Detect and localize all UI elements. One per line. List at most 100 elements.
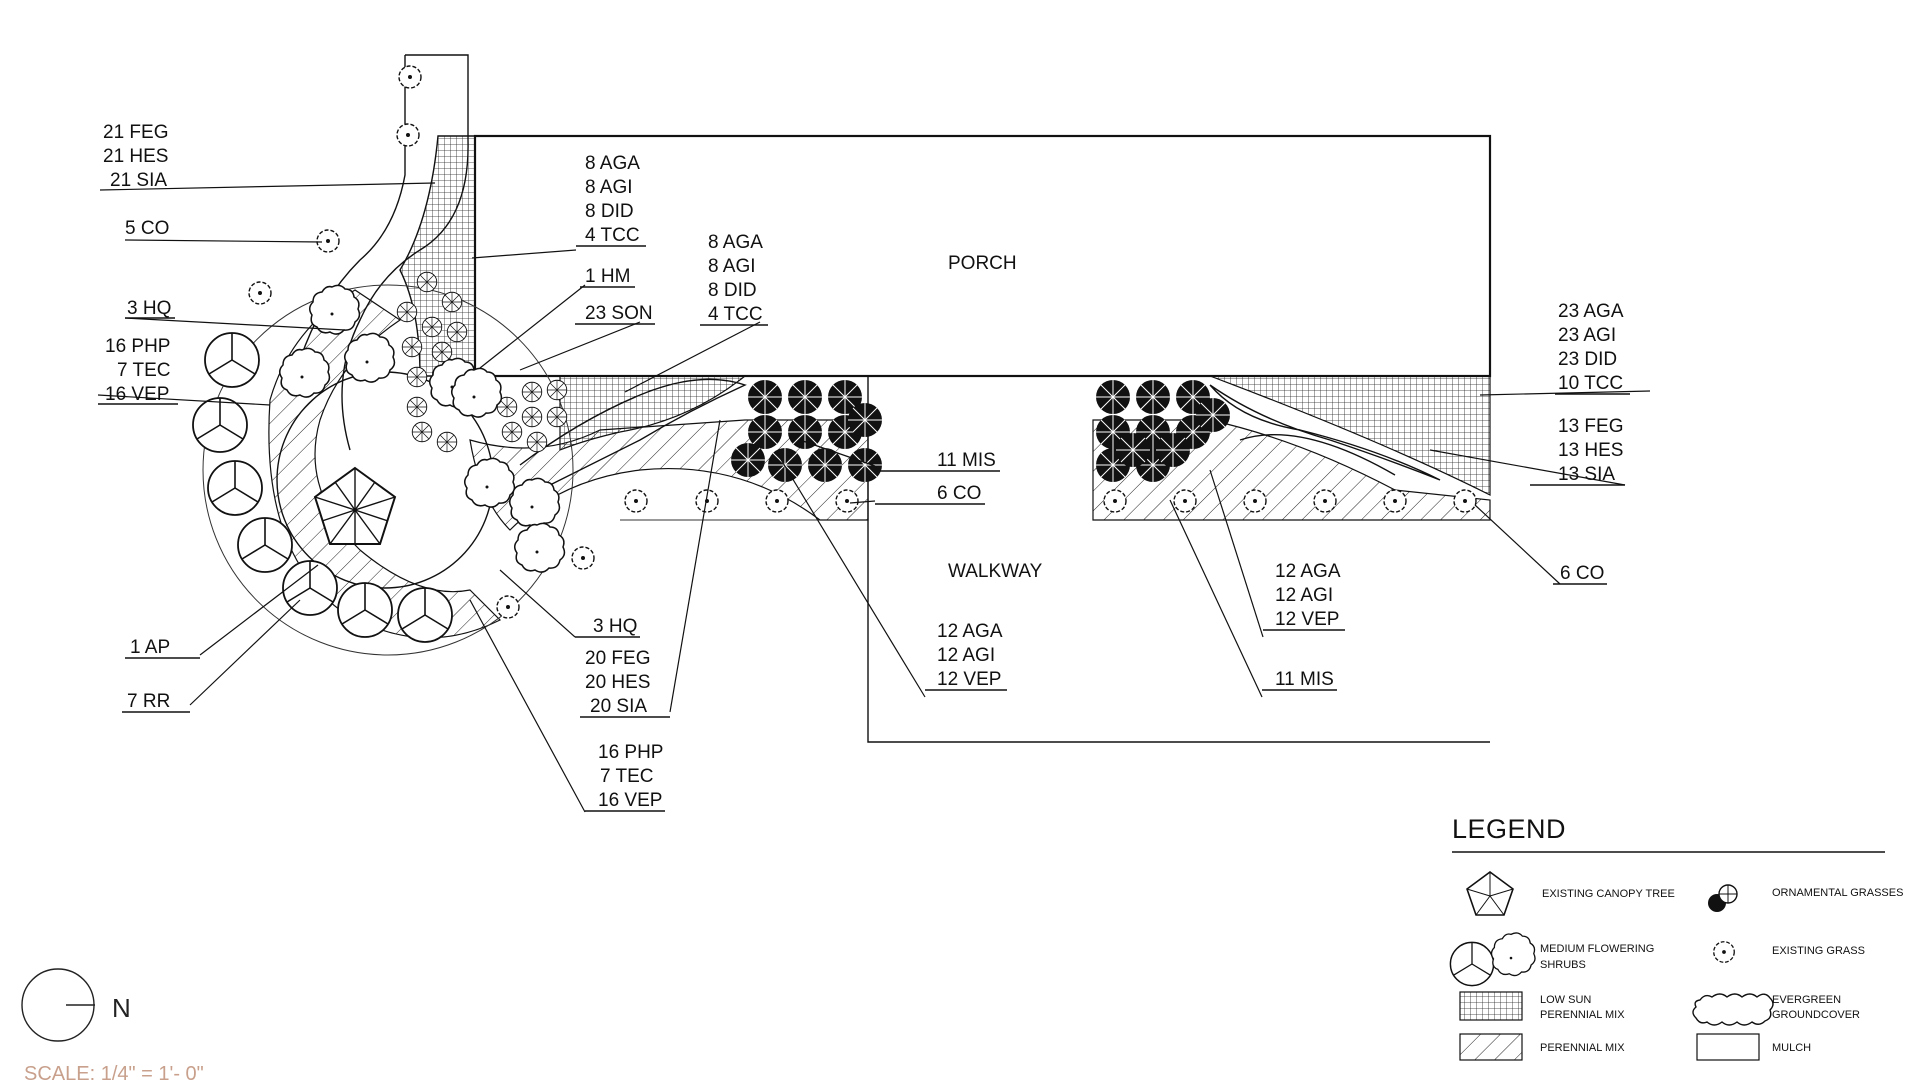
legend-low-sun-label-1: LOW SUN [1540, 994, 1591, 1006]
callout-text: 12 AGI [1275, 585, 1333, 606]
callout-16-php-left: 16 PHP 7 TEC 16 VEP [98, 336, 178, 405]
legend-shrubs-icon [1449, 932, 1536, 987]
legend-existing-grass-icon [1713, 941, 1735, 963]
callout-text: 1 AP [130, 637, 170, 658]
callout-text: 20 HES [585, 672, 650, 693]
callout-text: 6 CO [937, 483, 981, 504]
canopy-tree [313, 466, 397, 545]
mulch-swoosh-south [519, 378, 747, 491]
callout-text: 8 DID [585, 201, 634, 222]
north-arrow: N [21, 968, 131, 1042]
callout-text: 12 AGA [1275, 561, 1341, 582]
callout-3-hq-top: 3 HQ [125, 298, 175, 319]
legend-evergreen-label-1: EVERGREEN [1772, 994, 1841, 1006]
planting-ring-outer [202, 284, 574, 656]
callout-7-rr: 7 RR [122, 691, 190, 713]
legend-existing-grass-label: EXISTING GRASS [1772, 945, 1865, 957]
callout-16-php-bottom: 16 PHP 7 TEC 16 VEP [585, 742, 665, 812]
callout-8-aga-b: 8 AGA 8 AGI 8 DID 4 TCC [700, 232, 768, 326]
callout-6-co-b: 6 CO [1553, 563, 1607, 585]
callout-text: 8 AGA [585, 153, 640, 174]
legend-mulch-label: MULCH [1772, 1042, 1811, 1054]
callout-text: 3 HQ [127, 298, 171, 319]
callout-20-feg: 20 FEG 20 HES 20 SIA [580, 648, 670, 718]
callout-text: 5 CO [125, 218, 169, 239]
callout-text: 4 TCC [585, 225, 640, 246]
legend-title: LEGEND [1452, 814, 1566, 844]
porch-outline [473, 134, 1492, 378]
callout-text: 8 AGA [708, 232, 763, 253]
callout-text: 7 TEC [600, 766, 654, 787]
callout-text: 7 TEC [117, 360, 171, 381]
callout-text: 21 SIA [110, 170, 167, 191]
callout-text: 7 RR [127, 691, 170, 712]
callout-text: 16 PHP [105, 336, 170, 357]
callout-text: 13 SIA [1558, 464, 1615, 485]
callout-text: 4 TCC [708, 304, 763, 325]
callout-text: 6 CO [1560, 563, 1604, 584]
callout-23-aga: 23 AGA 23 AGI 23 DID 10 TCC [1555, 301, 1630, 395]
callout-text: 8 AGI [708, 256, 756, 277]
legend-low-sun-swatch [1459, 991, 1523, 1021]
legend: LEGEND EXISTING CANOPY TREE ORNAMENTAL G… [1449, 814, 1903, 1061]
legend-canopy-icon [1466, 871, 1514, 916]
walkway-label: WALKWAY [948, 561, 1043, 582]
callout-text: 21 HES [103, 146, 168, 167]
legend-shrubs-label-1: MEDIUM FLOWERING [1540, 943, 1654, 955]
mulch-path-north [341, 54, 469, 451]
legend-canopy-label: EXISTING CANOPY TREE [1542, 888, 1675, 900]
mulch-swoosh-east-inner [1239, 434, 1396, 476]
legend-low-sun-label-2: PERENNIAL MIX [1540, 1009, 1625, 1021]
legend-perennial-label: PERENNIAL MIX [1540, 1042, 1625, 1054]
callout-11-mis-a: 11 MIS [875, 450, 1000, 472]
callout-text: 20 FEG [585, 648, 650, 669]
callout-text: 3 HQ [593, 616, 637, 637]
callout-text: 23 SON [585, 303, 653, 324]
callout-1-ap: 1 AP [125, 637, 200, 659]
legend-evergreen-icon [1692, 993, 1774, 1026]
callout-text: 11 MIS [937, 450, 996, 471]
callout-text: 21 FEG [103, 122, 168, 143]
callout-text: 16 PHP [598, 742, 663, 763]
callout-text: 16 VEP [105, 384, 169, 405]
low-sun-bed-east [1209, 375, 1491, 496]
callout-text: 12 VEP [1275, 609, 1339, 630]
callout-6-co-a: 6 CO [875, 483, 985, 505]
callout-23-son: 23 SON [575, 303, 655, 325]
scale-label: SCALE: 1/4" = 1'- 0" [24, 1063, 204, 1085]
legend-perennial-swatch [1459, 1033, 1523, 1061]
porch-label: PORCH [948, 253, 1017, 274]
legend-grasses-label: ORNAMENTAL GRASSES [1772, 887, 1903, 899]
legend-shrubs-label-2: SHRUBS [1540, 959, 1586, 971]
legend-evergreen-label-2: GROUNDCOVER [1772, 1009, 1860, 1021]
callout-text: 12 AGI [937, 645, 995, 666]
callout-text: 13 FEG [1558, 416, 1623, 437]
callout-13-feg: 13 FEG 13 HES 13 SIA [1530, 416, 1625, 486]
callout-text: 23 AGI [1558, 325, 1616, 346]
north-label: N [112, 993, 131, 1023]
mulch-swoosh-east [1209, 384, 1441, 481]
callout-5-co: 5 CO [125, 218, 169, 239]
callout-text: 12 VEP [937, 669, 1001, 690]
callout-text: 23 AGA [1558, 301, 1624, 322]
callout-text: 12 AGA [937, 621, 1003, 642]
hydrangea-shrub [450, 367, 503, 418]
callout-3-hq-bottom: 3 HQ [575, 616, 640, 638]
callout-text: 13 HES [1558, 440, 1623, 461]
callout-text: 8 AGI [585, 177, 633, 198]
legend-mulch-swatch [1696, 1033, 1760, 1061]
callout-21-feg: 21 FEG 21 HES 21 SIA [103, 122, 168, 191]
callout-text: 16 VEP [598, 790, 662, 811]
callout-text: 10 TCC [1558, 373, 1623, 394]
callout-11-mis-b: 11 MIS [1262, 669, 1337, 691]
callout-text: 8 DID [708, 280, 757, 301]
low-sun-bed-west [399, 135, 476, 377]
callout-12-aga-b: 12 AGA 12 AGI 12 VEP [1263, 561, 1345, 631]
callout-text: 1 HM [585, 266, 630, 287]
legend-ornamental-grass-icon [1708, 884, 1738, 912]
callout-text: 11 MIS [1275, 669, 1334, 690]
leader-lines [97, 182, 1651, 813]
callout-1-hm: 1 HM [580, 266, 635, 288]
callout-text: 23 DID [1558, 349, 1617, 370]
